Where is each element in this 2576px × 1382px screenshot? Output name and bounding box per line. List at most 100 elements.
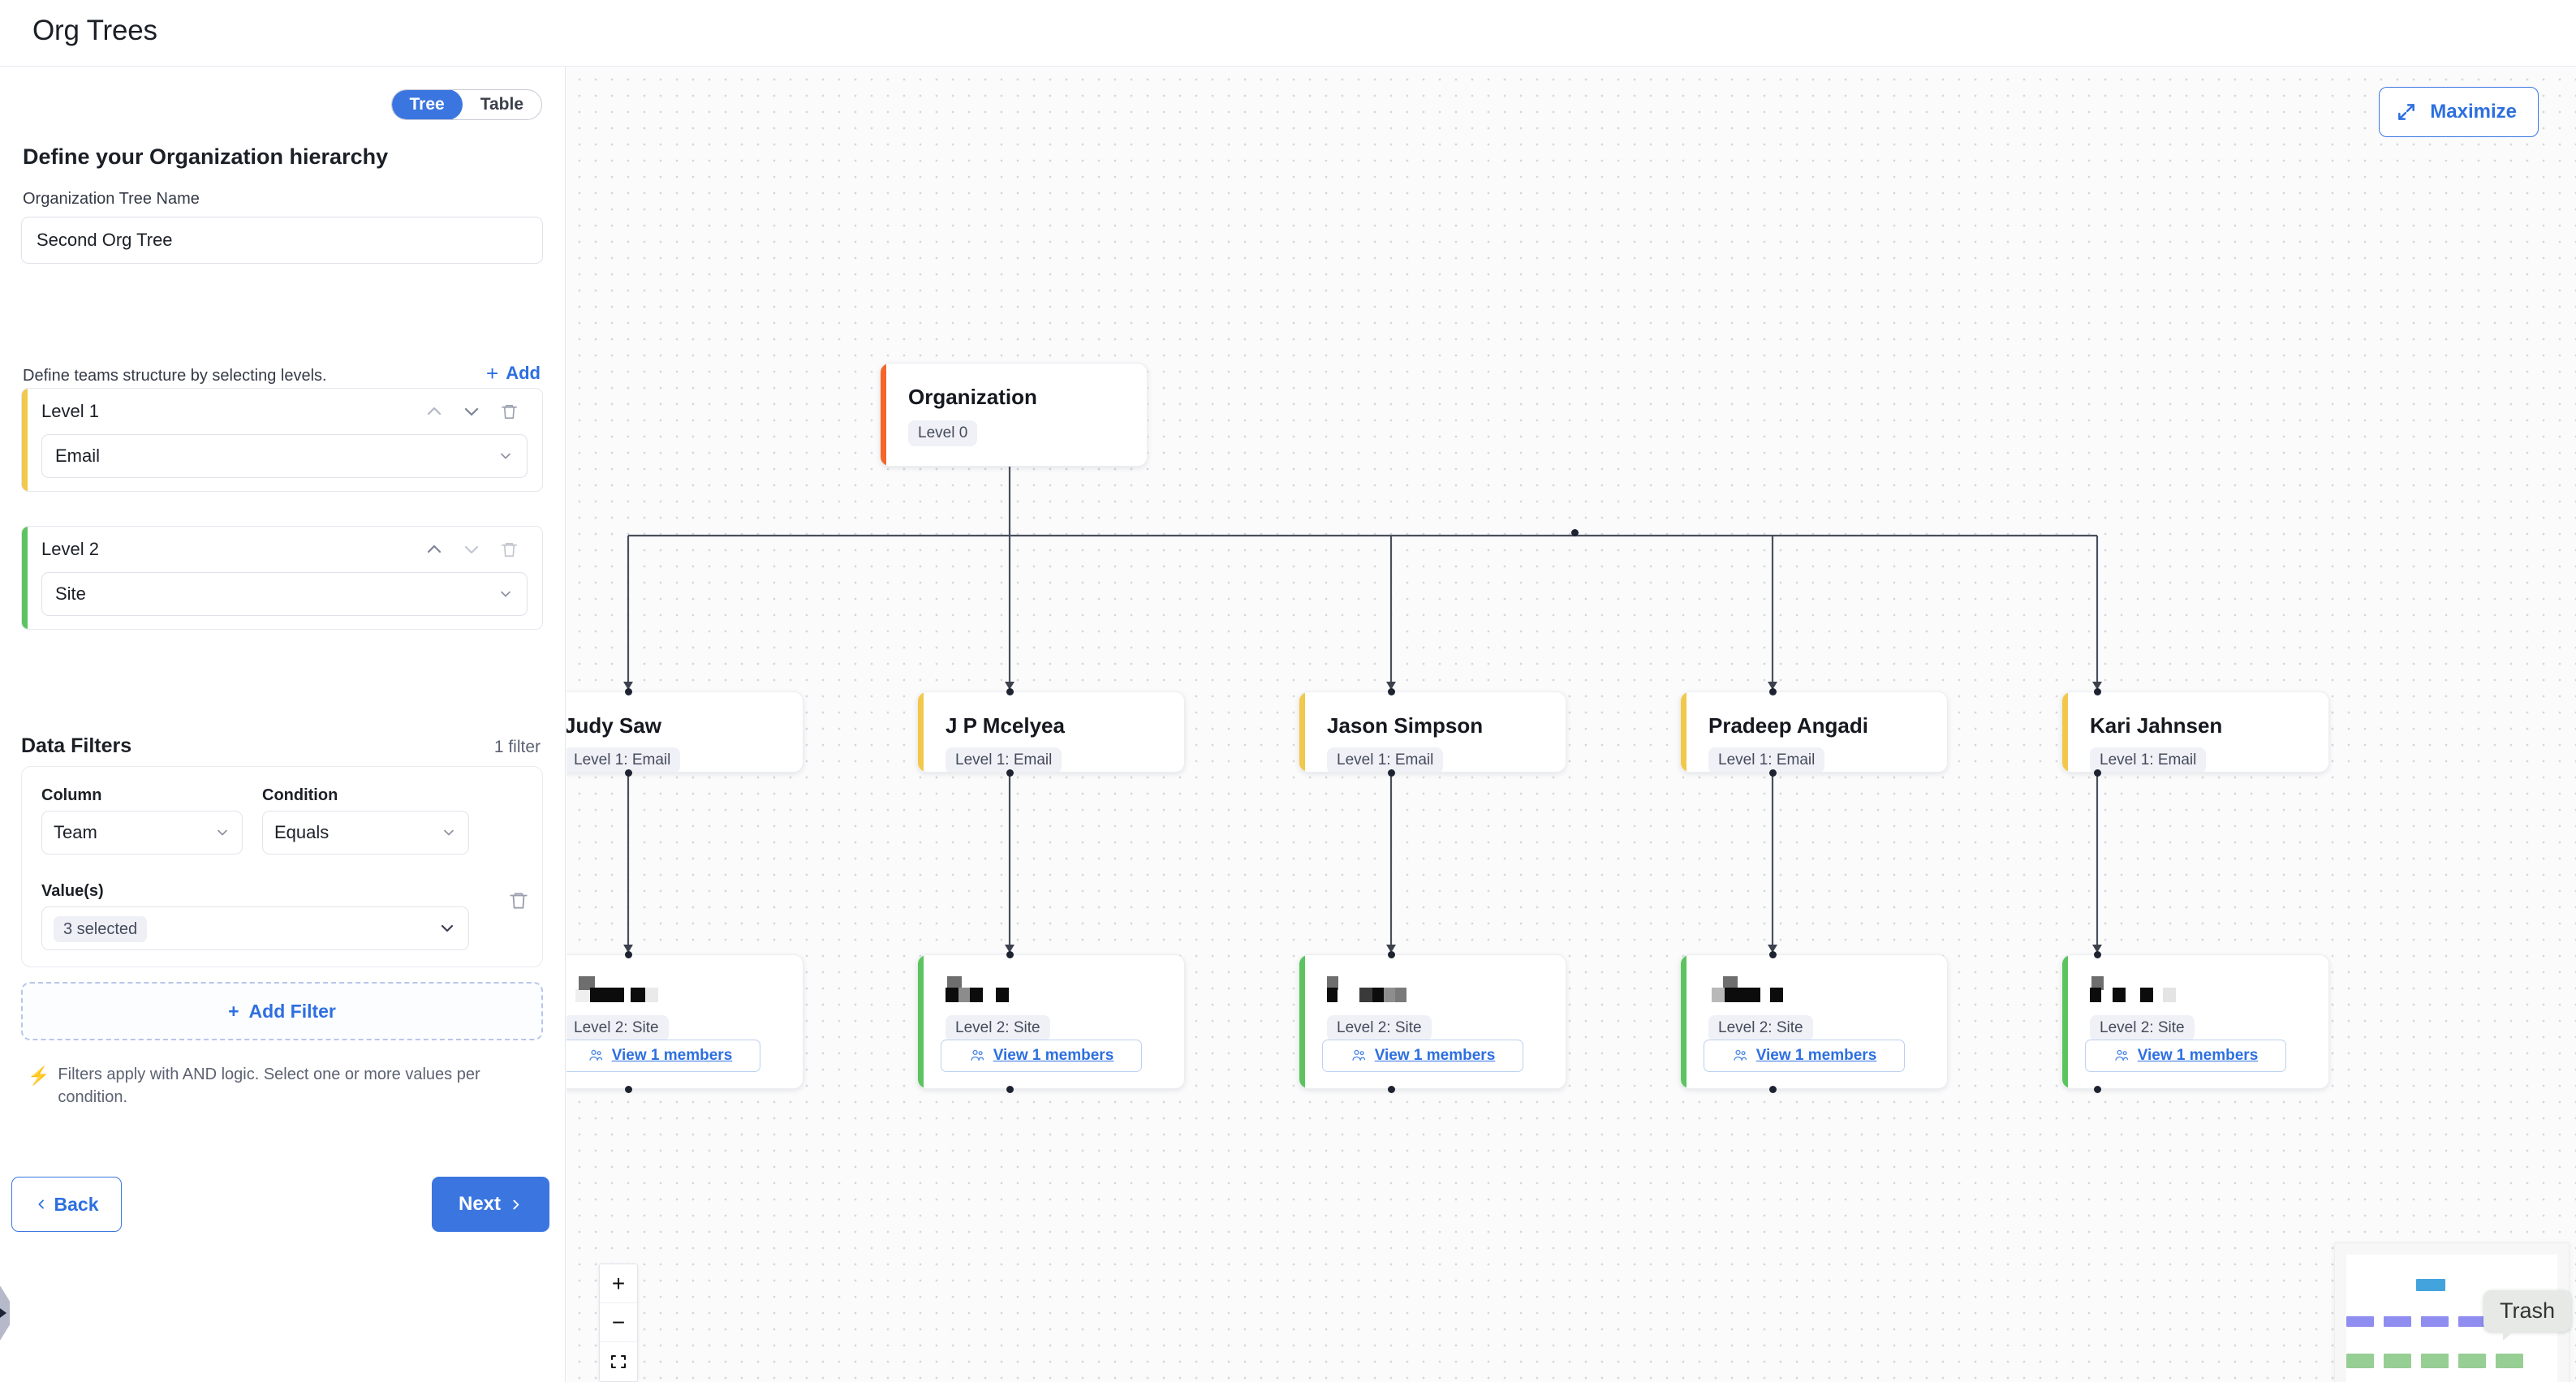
page-title: Org Trees xyxy=(32,15,157,46)
org-node-level2[interactable]: Level 2: Site View 1 members xyxy=(917,954,1185,1089)
node-port xyxy=(1006,951,1014,958)
move-down-icon[interactable] xyxy=(453,533,490,566)
view-members-button[interactable]: View 1 members xyxy=(941,1040,1142,1072)
sidebar-collapse-handle[interactable] xyxy=(0,1286,10,1340)
column-label: Column xyxy=(41,786,102,804)
chevron-down-icon xyxy=(444,829,454,836)
node-port xyxy=(1388,688,1395,695)
tab-tree[interactable]: Tree xyxy=(391,90,463,119)
chevron-left-icon xyxy=(37,1199,44,1209)
node-port xyxy=(1006,769,1014,777)
org-node-level2[interactable]: Level 2: Site View 1 members xyxy=(1299,954,1566,1089)
node-level-badge: Level 1: Email xyxy=(1327,747,1444,772)
minimap-node xyxy=(2421,1354,2449,1368)
org-node-level1[interactable]: Kari Jahnsen Level 1: Email xyxy=(2061,691,2329,773)
level-1-value: Email xyxy=(55,446,101,466)
node-port xyxy=(625,688,632,695)
zoom-in-button[interactable]: + xyxy=(600,1264,637,1303)
next-button[interactable]: Next xyxy=(432,1177,549,1232)
back-label: Back xyxy=(54,1193,99,1215)
triangle-right-icon xyxy=(0,1307,6,1320)
view-members-button[interactable]: View 1 members xyxy=(2085,1040,2286,1072)
level-2-select[interactable]: Site xyxy=(41,572,528,616)
delete-level-icon[interactable] xyxy=(490,395,528,428)
chevron-right-icon xyxy=(513,1199,519,1209)
delete-filter-icon[interactable] xyxy=(508,890,529,915)
level-2-name: Level 2 xyxy=(41,539,99,559)
members-icon xyxy=(1734,1049,1747,1061)
minimap-node xyxy=(2384,1354,2411,1368)
values-label: Value(s) xyxy=(41,882,104,900)
org-node-level1[interactable]: Jason Simpson Level 1: Email xyxy=(1299,691,1566,773)
zoom-out-button[interactable]: − xyxy=(600,1303,637,1342)
node-title: J P Mcelyea xyxy=(946,713,1065,738)
members-icon xyxy=(1352,1049,1365,1061)
maximize-button[interactable]: Maximize xyxy=(2379,87,2539,137)
minimap-node xyxy=(2346,1354,2374,1368)
filter-condition-select[interactable]: Equals xyxy=(262,811,469,855)
maximize-label: Maximize xyxy=(2430,101,2517,123)
view-toggle[interactable]: Tree Table xyxy=(390,89,542,120)
chevron-down-icon xyxy=(441,924,454,932)
level-2-value: Site xyxy=(55,583,86,604)
node-port xyxy=(625,951,632,958)
org-node-level2[interactable]: Level 2: Site View 1 members xyxy=(2061,954,2329,1089)
tree-name-input[interactable]: Second Org Tree xyxy=(21,217,543,264)
zoom-controls[interactable]: + − xyxy=(599,1264,638,1382)
move-up-icon[interactable] xyxy=(416,395,453,428)
node-port xyxy=(1769,1086,1777,1093)
view-members-label: View 1 members xyxy=(611,1047,733,1064)
view-members-label: View 1 members xyxy=(1755,1047,1877,1064)
org-chart-canvas[interactable]: Maximize xyxy=(566,67,2576,1382)
node-accent-bar xyxy=(881,364,886,466)
delete-level-icon[interactable] xyxy=(490,533,528,566)
level-card-2[interactable]: Level 2 Site xyxy=(21,526,543,630)
node-port xyxy=(1769,769,1777,777)
org-node-level1[interactable]: Judy Saw Level 1: Email xyxy=(566,691,803,773)
filter-values-chip: 3 selected xyxy=(54,916,148,942)
levels-caption: Define teams structure by selecting leve… xyxy=(23,367,327,385)
level-1-name: Level 1 xyxy=(41,401,99,421)
node-title: Judy Saw xyxy=(566,713,661,738)
node-accent-bar xyxy=(918,955,924,1088)
node-title: Jason Simpson xyxy=(1327,713,1484,738)
add-level-label: Add xyxy=(506,363,541,383)
data-filters-title: Data Filters xyxy=(21,734,132,757)
bolt-icon: ⚡ xyxy=(28,1066,50,1086)
filter-card: Column Team Condition Equals Value(s) 3 … xyxy=(21,766,543,967)
fit-view-button[interactable] xyxy=(600,1342,637,1381)
filter-column-select[interactable]: Team xyxy=(41,811,243,855)
filter-values-select[interactable]: 3 selected xyxy=(41,906,469,950)
node-accent-bar xyxy=(1299,955,1305,1088)
node-accent-bar xyxy=(918,692,924,772)
view-members-label: View 1 members xyxy=(993,1047,1114,1064)
view-members-button[interactable]: View 1 members xyxy=(566,1040,760,1072)
level-card-1[interactable]: Level 1 Email xyxy=(21,388,543,492)
node-accent-bar xyxy=(2062,692,2068,772)
maximize-icon xyxy=(2398,104,2415,120)
org-node-level1[interactable]: J P Mcelyea Level 1: Email xyxy=(917,691,1185,773)
node-port xyxy=(2094,951,2101,958)
level-1-select[interactable]: Email xyxy=(41,434,528,478)
filters-hint: ⚡ Filters apply with AND logic. Select o… xyxy=(28,1063,531,1109)
level-accent-bar xyxy=(22,389,28,491)
org-node-level2[interactable]: Level 2: Site View 1 members xyxy=(1680,954,1948,1089)
move-up-icon[interactable] xyxy=(416,533,453,566)
node-level-badge: Level 1: Email xyxy=(946,747,1062,772)
node-accent-bar xyxy=(1681,692,1686,772)
top-header: Org Trees xyxy=(0,0,2576,67)
org-node-level2[interactable]: Level 2: Site View 1 members xyxy=(566,954,803,1089)
view-members-button[interactable]: View 1 members xyxy=(1322,1040,1523,1072)
members-icon xyxy=(2115,1049,2128,1061)
view-members-button[interactable]: View 1 members xyxy=(1704,1040,1905,1072)
add-filter-button[interactable]: + Add Filter xyxy=(21,982,543,1040)
trash-tooltip: Trash xyxy=(2483,1290,2571,1341)
node-level-badge: Level 2: Site xyxy=(566,1015,669,1041)
org-node-level1[interactable]: Pradeep Angadi Level 1: Email xyxy=(1680,691,1948,773)
tab-table[interactable]: Table xyxy=(480,95,523,114)
org-node-root[interactable]: Organization Level 0 xyxy=(880,363,1148,467)
add-level-button[interactable]: + Add xyxy=(486,363,541,384)
back-button[interactable]: Back xyxy=(11,1177,122,1232)
move-down-icon[interactable] xyxy=(453,395,490,428)
node-port xyxy=(1006,1086,1014,1093)
